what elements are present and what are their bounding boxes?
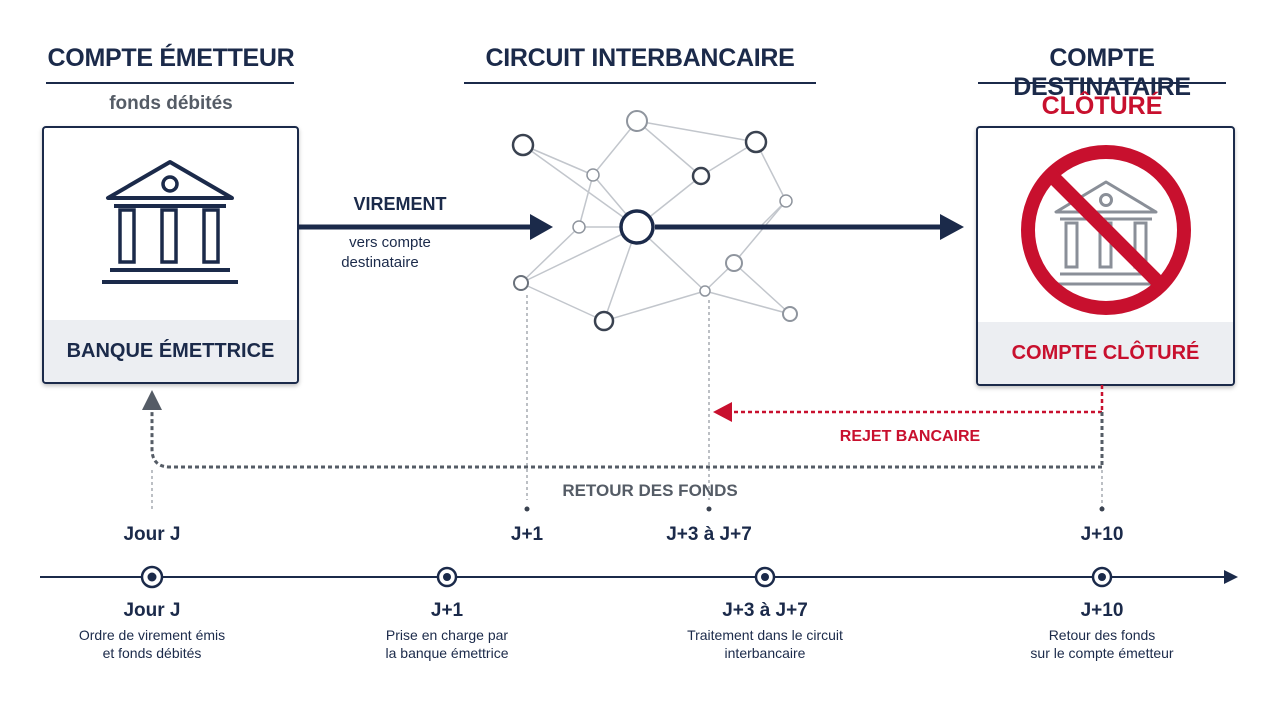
timeline-desc-line2: interbancaire <box>724 645 806 661</box>
timeline-date: J+1 <box>430 600 464 621</box>
timeline-desc-line2: et fonds débités <box>102 645 202 661</box>
timeline-desc-line1: Retour des fonds <box>1048 627 1156 643</box>
emitter-bank-label: BANQUE ÉMETTRICE <box>44 320 297 382</box>
bank-icon <box>100 158 240 293</box>
recipient-title: COMPTE DESTINATAIRE <box>1013 44 1191 101</box>
timeline-desc-line2: sur le compte émetteur <box>1030 645 1174 661</box>
timeline-step-1: Jour J Ordre de virement émis et fonds d… <box>52 600 252 662</box>
timeline-date: J+3 à J+7 <box>722 600 808 621</box>
emitter-title: COMPTE ÉMETTEUR <box>47 44 295 72</box>
marker-jour-j: Jour J <box>123 524 181 545</box>
marker-j3-j7: J+3 à J+7 <box>666 524 752 545</box>
timeline-desc-line1: Ordre de virement émis <box>78 627 226 643</box>
timeline-step-3: J+3 à J+7 Traitement dans le circuit int… <box>655 600 875 662</box>
return-label: RETOUR DES FONDS <box>562 481 738 500</box>
timeline-desc-line1: Prise en charge par <box>385 627 509 643</box>
timeline-desc-line1: Traitement dans le circuit <box>687 627 843 643</box>
marker-j1: J+1 <box>510 524 544 545</box>
reject-label: REJET BANCAIRE <box>839 428 981 445</box>
recipient-account-box: COMPTE CLÔTURÉ <box>976 126 1235 386</box>
transfer-sublabel-line1: vers compte <box>349 234 431 251</box>
prohibited-bank-icon <box>1016 140 1196 325</box>
recipient-title-underline <box>978 82 1226 84</box>
marker-j10: J+10 <box>1080 524 1124 545</box>
transfer-sublabel-line2: destinataire <box>341 254 419 271</box>
transfer-label: VIREMENT <box>353 194 447 214</box>
timeline-step-4: J+10 Retour des fonds sur le compte émet… <box>1000 600 1204 662</box>
recipient-account-label: COMPTE CLÔTURÉ <box>978 322 1233 384</box>
emitter-title-underline <box>46 82 294 84</box>
timeline-desc-line2: la banque émettrice <box>385 645 509 661</box>
circuit-title-underline <box>464 82 816 84</box>
emitter-subtitle: fonds débités <box>109 93 233 114</box>
recipient-status: CLÔTURÉ <box>1041 92 1163 120</box>
timeline-date: Jour J <box>123 600 181 621</box>
circuit-title: CIRCUIT INTERBANCAIRE <box>485 44 795 72</box>
timeline-step-2: J+1 Prise en charge par la banque émettr… <box>347 600 547 662</box>
reject-arrow <box>713 385 1104 422</box>
return-arrow <box>142 390 1104 469</box>
emitter-bank-box: BANQUE ÉMETTRICE <box>42 126 299 384</box>
timeline-date: J+10 <box>1080 600 1124 621</box>
